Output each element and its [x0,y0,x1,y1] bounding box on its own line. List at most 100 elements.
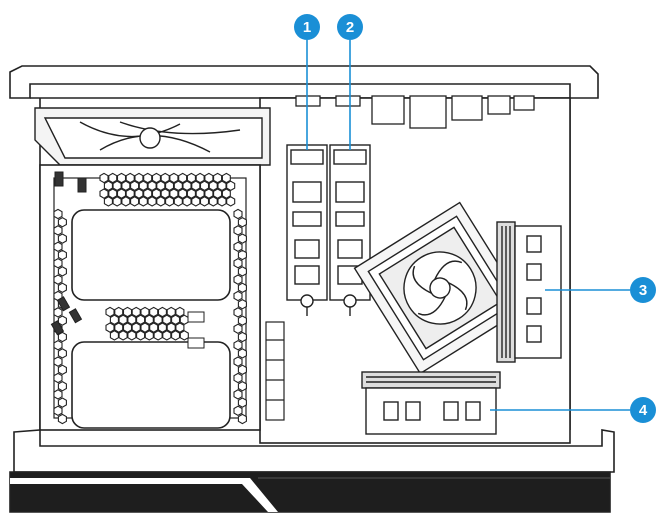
vent-hole [153,314,163,326]
vent-hole [149,322,159,333]
callout-badge-1: 1 [294,14,320,40]
vent-hole [108,188,118,199]
vent-hole [57,216,67,228]
vent-hole [182,180,192,192]
vent-hole [144,314,154,326]
vent-hole [105,322,115,333]
vent-hole [121,180,131,192]
vent-hole [157,306,167,318]
vent-hole [112,180,122,192]
vent-hole [53,356,63,367]
vent-hole [140,322,150,333]
vent-hole [233,339,243,351]
vent-hole [121,196,131,207]
vent-hole [233,274,243,285]
vent-hole [237,233,247,244]
vent-hole [151,188,161,199]
vent-hole [169,188,179,199]
vent-hole [105,306,115,318]
vent-hole [171,314,181,326]
drive-tray-lower [71,341,231,429]
system-fan [34,107,271,166]
vent-hole [53,307,63,318]
vent-hole [233,323,243,335]
vent-hole [237,397,247,408]
vent-hole [116,172,127,184]
vent-hole [233,389,243,400]
vent-hole [208,180,218,192]
vent-hole [173,180,183,192]
vent-hole [191,180,201,192]
vent-hole [233,290,243,302]
vent-hole [237,249,247,261]
vent-hole [199,196,210,207]
vent-hole [217,196,227,207]
vent-hole [237,331,247,343]
vent-hole [127,330,137,341]
callout-4-label: 4 [639,402,648,419]
vent-hole [237,348,247,359]
vent-hole [57,266,67,277]
callout-badge-2: 2 [337,14,363,40]
vent-hole [171,330,181,341]
memory-module-vertical [496,221,562,363]
vent-hole [134,172,144,184]
vent-hole [125,172,135,184]
vent-hole [149,306,159,318]
vent-hole [140,306,150,318]
vent-hole [151,172,161,184]
vent-hole [226,180,236,192]
vent-hole [53,241,63,253]
vent-hole [233,372,243,384]
vent-hole [221,188,231,199]
vent-hole [53,389,63,400]
vent-hole [138,196,148,207]
vent-hole [160,188,170,199]
vent-hole [195,172,205,184]
vent-hole [204,188,214,199]
m2-ssd-slot-1 [286,144,328,316]
vent-hole [53,274,63,285]
vent-hole [122,306,133,318]
vent-hole [217,180,227,192]
vent-hole [162,314,172,326]
vent-hole [173,196,183,207]
vent-hole [130,180,140,192]
vent-hole [169,172,179,184]
vent-hole [144,330,154,341]
vent-hole [57,315,67,326]
vent-hole [160,172,170,184]
vent-hole [175,306,185,318]
vent-hole [153,330,163,341]
m2-ssd-slot-2 [329,144,371,316]
vent-hole [109,330,119,341]
vent-hole [221,172,231,184]
vent-hole [143,172,153,184]
vent-hole [195,188,205,199]
vent-hole [233,405,243,417]
vent-hole [226,196,236,207]
chassis-base [9,429,615,513]
chassis-top-lid [9,65,599,99]
vent-hole [182,196,192,207]
vent-hole [237,380,247,392]
drive-latches [50,171,205,349]
vent-hole [114,322,124,333]
drive-tray-upper [71,209,231,301]
vent-hole [53,225,63,236]
vent-hole [57,380,67,392]
vent-hole [130,196,140,207]
vent-hole [147,196,157,207]
vent-hole [178,188,188,199]
vent-hole [166,306,176,318]
cpu-heatsink-fan [353,201,527,375]
vent-hole [191,196,201,207]
vent-hole [134,188,144,199]
vent-hole [53,257,63,269]
vent-hole [208,196,218,207]
vent-hole [157,322,167,333]
callout-3-label: 3 [639,282,647,299]
rear-connectors [295,95,535,129]
vent-hole [179,314,189,326]
